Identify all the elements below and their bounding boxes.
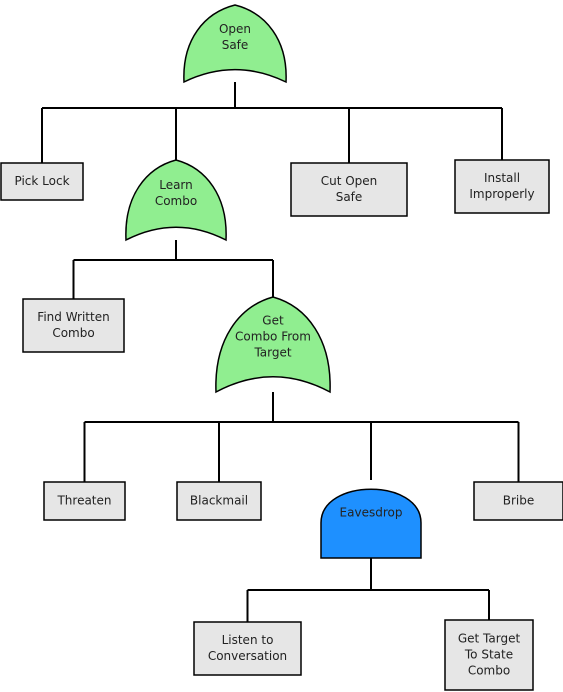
node-label-listen-to-conversation-line-1: Listen to: [222, 633, 274, 647]
node-label-get-combo-from-target-line-2: Combo From: [235, 329, 311, 343]
node-label-cut-open-safe-line-2: Safe: [336, 190, 363, 204]
leaf-box: [22, 298, 125, 353]
leaf-box: [43, 481, 126, 521]
and-gate-shape: [320, 488, 422, 559]
node-label-get-combo-from-target-line-3: Target: [253, 345, 291, 359]
or-gate-shape: [215, 296, 331, 394]
node-bribe: Bribe: [473, 481, 563, 521]
node-blackmail: Blackmail: [176, 481, 262, 521]
node-label-blackmail-line-1: Blackmail: [190, 494, 248, 508]
node-label-listen-to-conversation-line-2: Conversation: [208, 649, 287, 663]
leaf-box: [454, 159, 550, 214]
node-label-install-improperly-line-1: Install: [484, 171, 520, 185]
leaf-box: [0, 162, 84, 201]
leaf-box: [290, 162, 408, 217]
node-label-get-target-to-state-combo-line-2: To State: [464, 648, 513, 662]
node-label-find-written-combo-line-1: Find Written: [37, 310, 109, 324]
node-threaten: Threaten: [43, 481, 126, 521]
tree-connectors: [41, 82, 520, 622]
node-label-get-target-to-state-combo-line-1: Get Target: [458, 632, 521, 646]
node-label-open-safe-line-2: Safe: [222, 38, 249, 52]
leaf-box: [176, 481, 262, 521]
node-label-threaten-line-1: Threaten: [56, 494, 111, 508]
node-label-learn-combo-line-1: Learn: [159, 178, 193, 192]
node-label-eavesdrop-line-1: Eavesdrop: [340, 505, 403, 519]
node-label-find-written-combo-line-2: Combo: [52, 326, 94, 340]
node-label-learn-combo-line-2: Combo: [155, 194, 197, 208]
node-label-pick-lock-line-1: Pick Lock: [14, 174, 69, 188]
node-listen-to-conversation: Listen to Conversation: [193, 621, 302, 676]
node-label-bribe-line-1: Bribe: [503, 494, 535, 508]
node-label-cut-open-safe-line-1: Cut Open: [321, 174, 378, 188]
leaf-box: [193, 621, 302, 676]
leaf-box: [444, 619, 534, 691]
leaf-box: [473, 481, 563, 521]
or-gate-shape: [125, 159, 227, 242]
node-label-install-improperly-line-2: Improperly: [469, 187, 534, 201]
or-gate-shape: [183, 4, 287, 84]
node-eavesdrop: Eavesdrop: [320, 488, 422, 559]
node-label-open-safe-line-1: Open: [219, 22, 251, 36]
node-pick-lock: Pick Lock: [0, 162, 84, 201]
node-label-get-target-to-state-combo-line-3: Combo: [468, 664, 510, 678]
node-label-get-combo-from-target-line-1: Get: [262, 313, 284, 327]
